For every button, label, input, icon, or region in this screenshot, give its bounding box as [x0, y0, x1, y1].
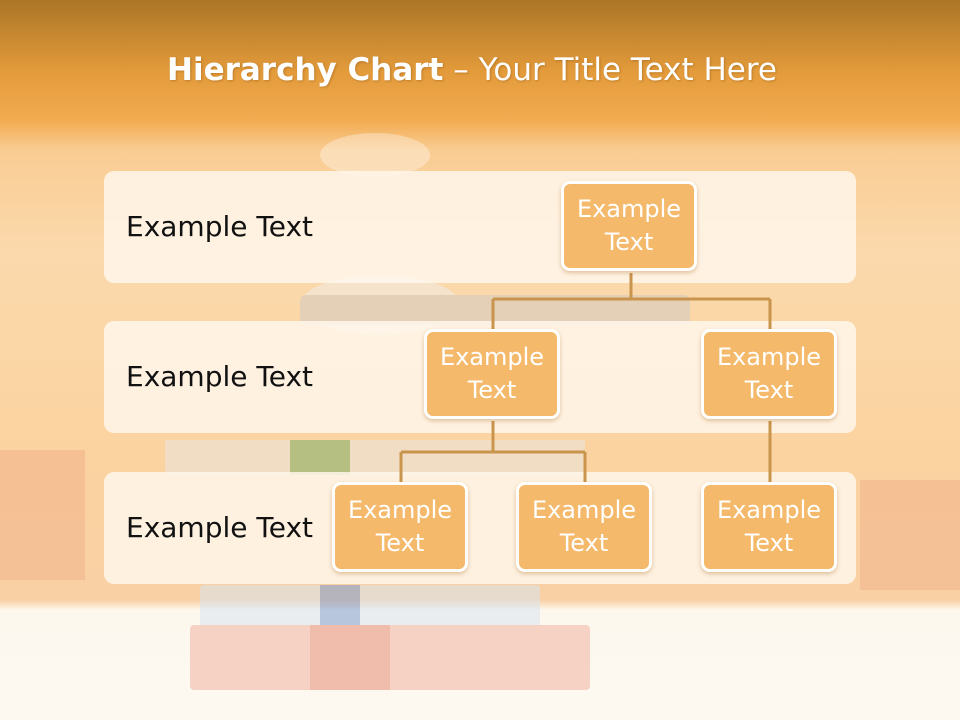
slide-title: Hierarchy Chart – Your Title Text Here	[0, 52, 944, 88]
level-label-1: Example Text	[126, 210, 314, 243]
connector-mid-left	[399, 421, 587, 482]
node-level3-2[interactable]: Example Text	[516, 482, 652, 572]
node-level2-left[interactable]: Example Text	[424, 329, 560, 419]
title-bold: Hierarchy Chart	[167, 52, 444, 88]
connector-root	[491, 273, 772, 329]
title-rest: – Your Title Text Here	[443, 52, 777, 88]
node-root[interactable]: Example Text	[561, 181, 697, 271]
level-label-3: Example Text	[126, 511, 314, 544]
level-label-2: Example Text	[126, 360, 314, 393]
level-band-1: Example Text	[104, 171, 856, 283]
node-level2-right[interactable]: Example Text	[701, 329, 837, 419]
node-level3-3[interactable]: Example Text	[701, 482, 837, 572]
node-level3-1[interactable]: Example Text	[332, 482, 468, 572]
